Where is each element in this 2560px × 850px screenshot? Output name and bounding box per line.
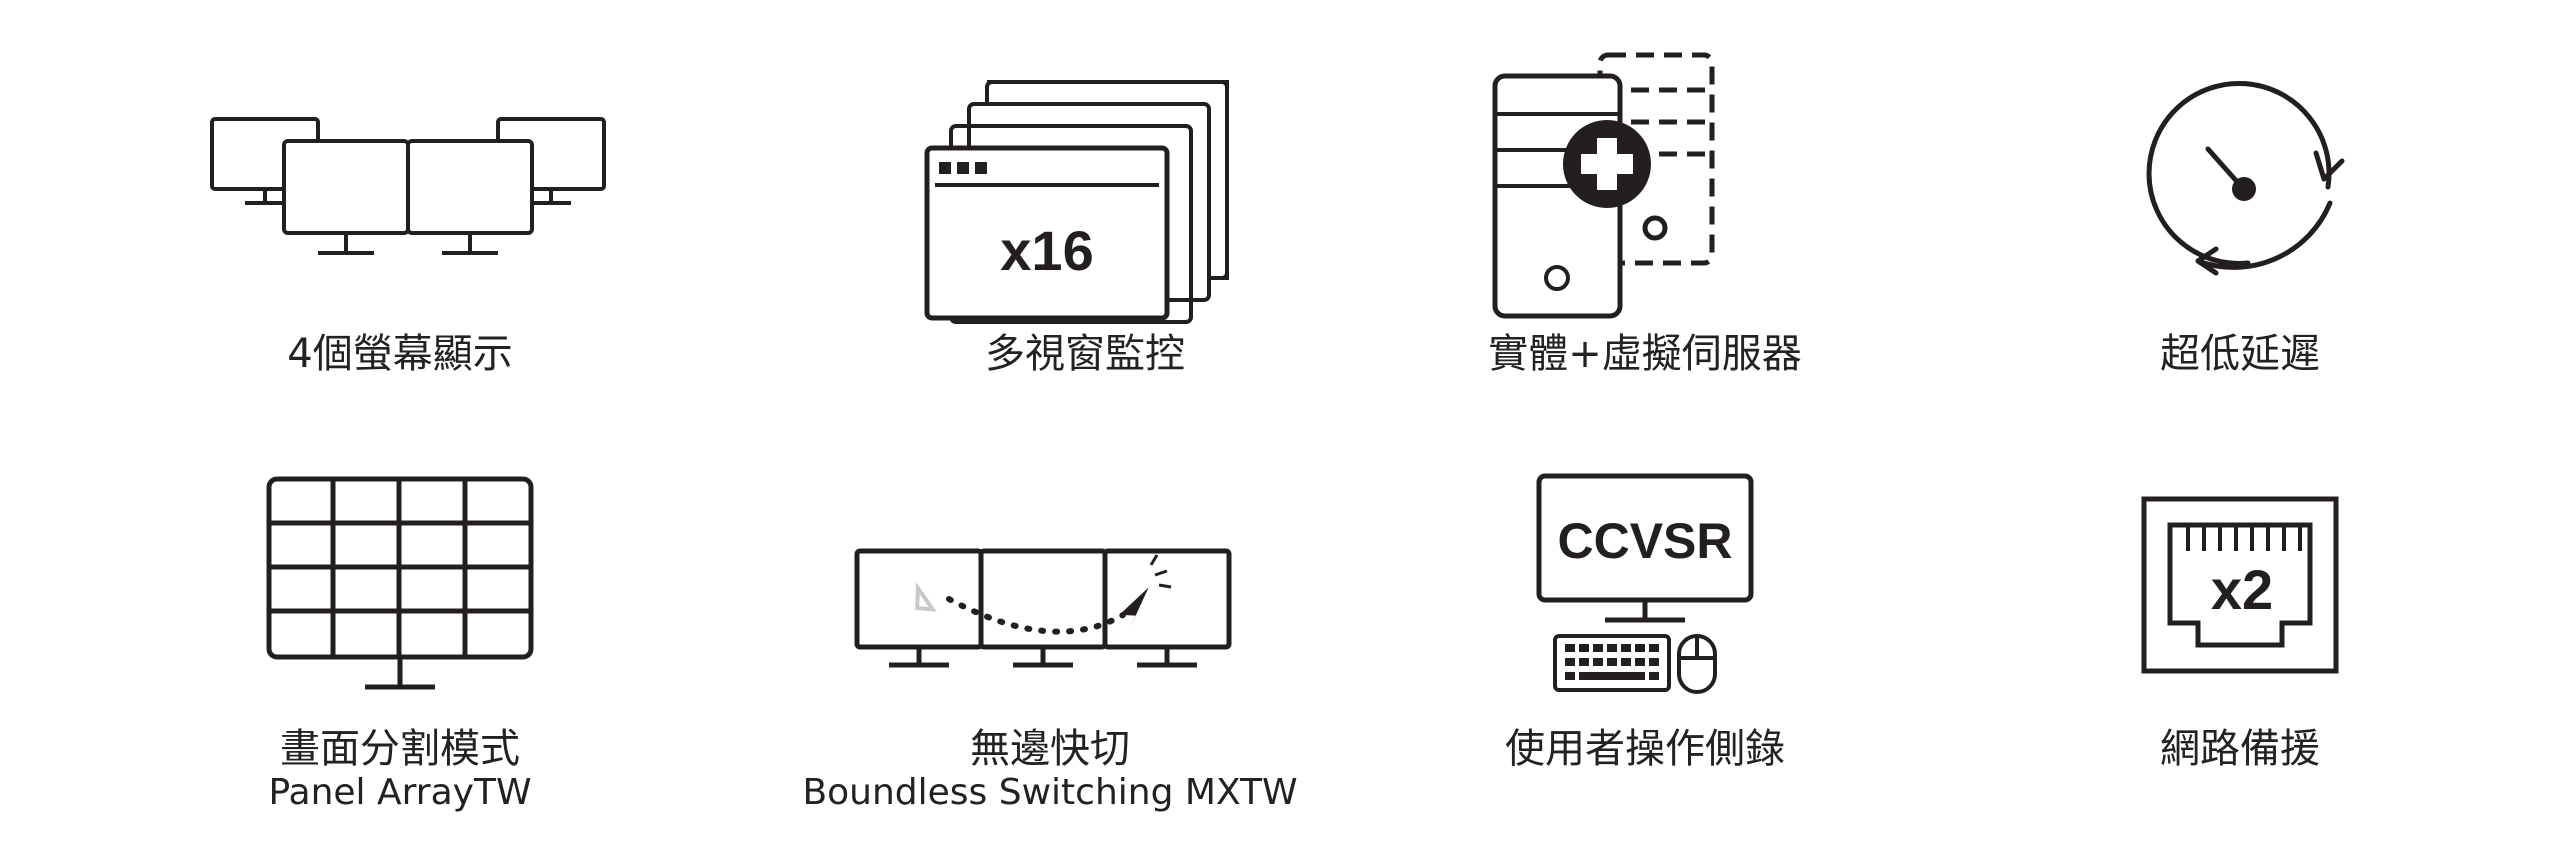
feature-sublabel: Boundless Switching MXTW bbox=[802, 772, 1298, 813]
network-port-x2-icon: x2 bbox=[2140, 495, 2340, 675]
boundless-switching-icon bbox=[853, 545, 1247, 675]
physical-virtual-server-icon bbox=[1485, 50, 1805, 330]
feature-panel-array: 畫面分割模式 Panel ArrayTW bbox=[160, 475, 640, 815]
feature-label: 使用者操作側錄 bbox=[1505, 726, 1785, 772]
feature-label: 多視窗監控 bbox=[985, 331, 1185, 377]
ccvsr-text: CCVSR bbox=[1557, 513, 1732, 569]
ccvsr-computer-icon: CCVSR bbox=[1525, 470, 1765, 710]
feature-label: 畫面分割模式 bbox=[280, 726, 520, 772]
stacked-windows-x16-icon: x16 bbox=[915, 70, 1255, 324]
feature-label: 4個螢幕顯示 bbox=[287, 331, 513, 377]
feature-low-latency: 超低延遲 bbox=[2000, 80, 2480, 395]
window-count-text: x16 bbox=[1000, 219, 1093, 282]
feature-label: 超低延遲 bbox=[2160, 331, 2320, 377]
feature-boundless-switching: 無邊快切 Boundless Switching MXTW bbox=[800, 475, 1300, 815]
four-monitors-icon bbox=[208, 115, 608, 275]
feature-label: 無邊快切 bbox=[970, 726, 1130, 772]
feature-network-redundancy: x2 網路備援 bbox=[2000, 475, 2480, 815]
panel-array-grid-icon bbox=[265, 475, 535, 695]
feature-servers: 實體+虛擬伺服器 bbox=[1405, 52, 1885, 395]
feature-sublabel: Panel ArrayTW bbox=[268, 772, 532, 813]
feature-ccvsr: CCVSR 使用者操作側錄 bbox=[1405, 473, 1885, 815]
feature-label: 網路備援 bbox=[2160, 726, 2320, 772]
low-latency-gauge-icon bbox=[2120, 75, 2360, 305]
feature-multi-window: x16 多視窗監控 bbox=[845, 80, 1325, 395]
port-count-text: x2 bbox=[2211, 558, 2273, 621]
feature-four-monitors: 4個螢幕顯示 bbox=[160, 95, 640, 395]
feature-label: 實體+虛擬伺服器 bbox=[1488, 331, 1802, 377]
